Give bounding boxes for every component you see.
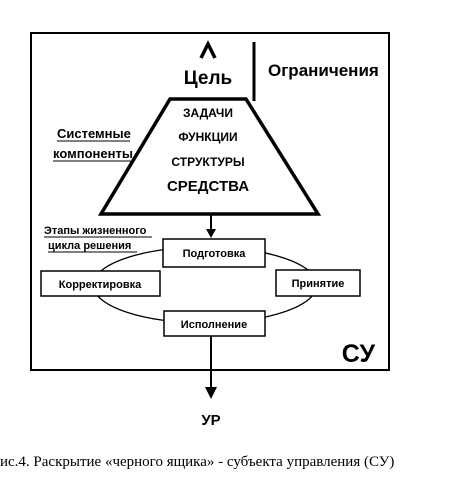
stage-adoption-box	[275, 269, 361, 297]
level-functions: ФУНКЦИИ	[178, 130, 237, 144]
system-components-label-line2: компоненты	[53, 146, 133, 161]
stage-execution-label: Исполнение	[181, 319, 247, 331]
constraints-label: Ограничения	[268, 61, 379, 80]
lifecycle-label-line2: цикла решения	[48, 240, 131, 252]
goal-caret-icon	[199, 40, 217, 59]
stage-preparation-box	[162, 238, 266, 268]
system-components-label-line1: Системные	[57, 126, 131, 141]
object-label: УР	[201, 412, 220, 429]
goal-label: Цель	[184, 68, 232, 89]
subject-label: СУ	[342, 340, 376, 368]
lifecycle-label-line1: Этапы жизненного	[44, 225, 147, 237]
stage-correction-label: Корректировка	[59, 279, 142, 291]
stage-execution-box	[163, 310, 266, 337]
stage-correction-box	[40, 270, 161, 297]
level-tasks: ЗАДАЧИ	[183, 106, 233, 120]
arrow-to-preparation-head	[206, 229, 216, 238]
stage-preparation-label: Подготовка	[183, 248, 247, 260]
level-means: СРЕДСТВА	[167, 178, 249, 195]
stage-adoption-label: Принятие	[292, 278, 345, 290]
system-components-trapezoid	[97, 97, 322, 216]
figure-caption: ис.4. Раскрытие «черного ящика» - субъек…	[0, 454, 394, 470]
arrow-to-object-head	[205, 387, 217, 399]
level-structures: СТРУКТУРЫ	[171, 155, 244, 169]
